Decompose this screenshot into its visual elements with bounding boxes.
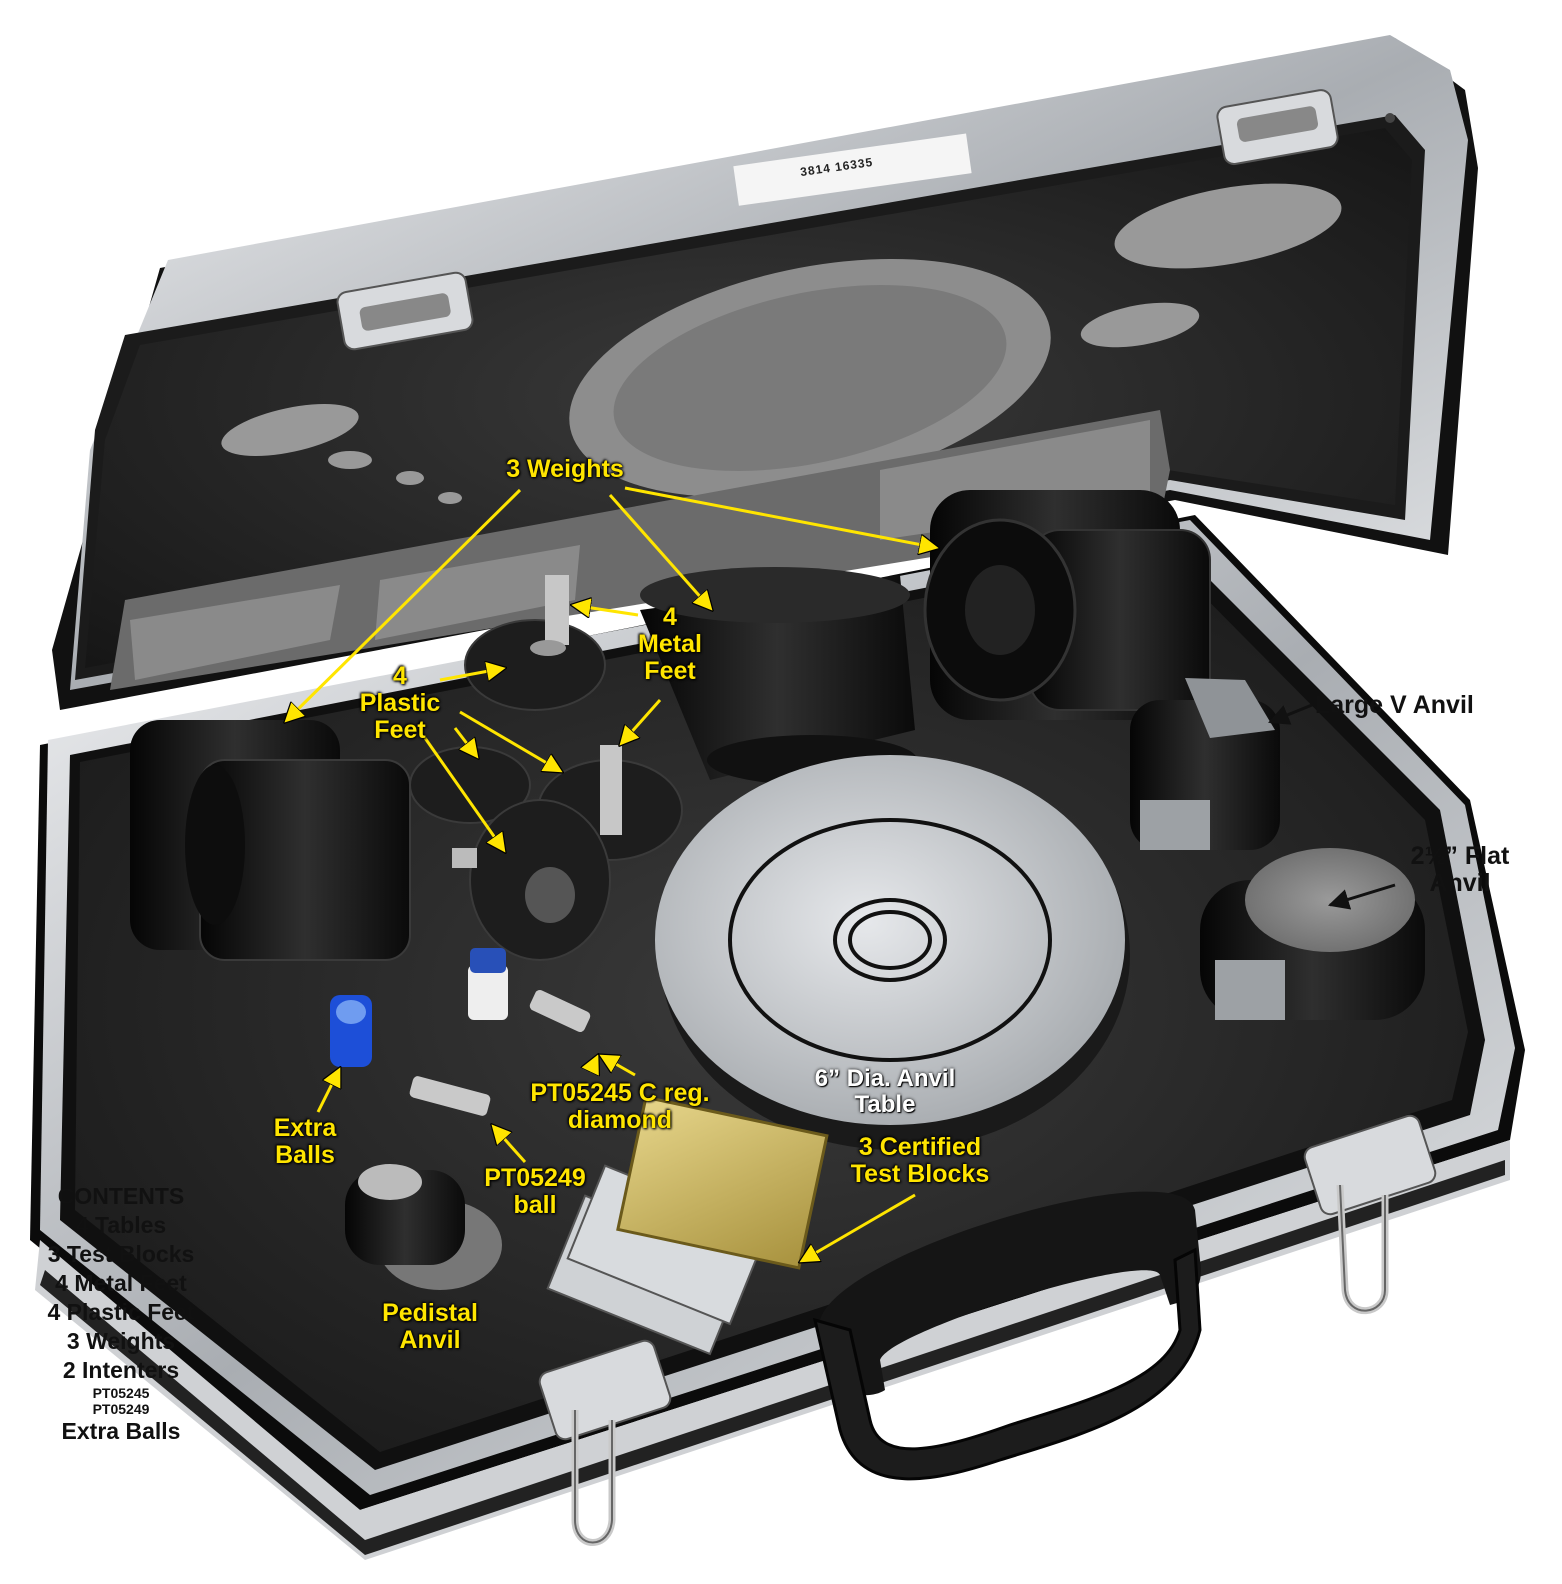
label-anvil-table: 6” Dia. Anvil Table [814,1065,956,1118]
large-v-anvil [1130,678,1280,850]
foot-1 [464,575,606,711]
contents-item: Extra Balls [61,1418,181,1444]
label-4-plastic-feet: 4 Plastic Feet [359,662,441,744]
contents-item: 4 Metal Feet [55,1270,187,1296]
pedistal-anvil [345,1164,502,1290]
case-lid [52,35,1478,710]
contents-title: CONTENTS [57,1183,185,1209]
test-blocks [546,1095,829,1356]
contents-subitem: PT05249 [92,1401,150,1417]
certificate-bottle [468,948,508,1020]
label-4-metal-feet: 4 Metal Feet [638,603,702,685]
contents-item: 4 Plastic Feet [47,1299,195,1325]
weight-right [923,490,1211,720]
label-pedistal-anvil: Pedistal Anvil [382,1299,478,1354]
contents-list: CONTENTS 4 Tables 3 Test Blocks 4 Metal … [16,1182,226,1446]
serial-label [733,133,972,206]
contents-subitem: PT05245 [92,1385,150,1401]
label-3-weights: 3 Weights [506,455,624,483]
callout-arrows [285,486,938,1262]
contents-item: 4 Tables [75,1212,167,1238]
contents-item: 2 Intenters [62,1357,180,1383]
label-large-v-anvil: Large V Anvil [1315,691,1474,719]
base-latch-left [538,1339,672,1546]
label-ball-indenter: PT05249 ball [484,1164,586,1219]
ball-indenter [409,1076,491,1116]
case-handle [812,1191,1202,1481]
anvil-table [655,755,1130,1150]
lid-latch-right [1216,89,1339,166]
extra-balls-bottle [330,995,372,1067]
diamond-indenter [529,989,591,1033]
label-test-blocks: 3 Certified Test Blocks [850,1133,990,1188]
lid-latch-left [336,271,474,351]
label-extra-balls: Extra Balls [273,1114,337,1169]
contents-item: 3 Test Blocks [47,1241,195,1267]
weight-left [130,720,411,961]
label-diamond-indenter: PT05245 C reg. diamond [530,1079,710,1134]
base-latch-right [1303,1114,1437,1315]
contents-item: 3 Weights [66,1328,176,1354]
callout-arrows-black [1268,703,1396,910]
label-flat-anvil: 2½” Flat Anvil [1410,842,1510,897]
